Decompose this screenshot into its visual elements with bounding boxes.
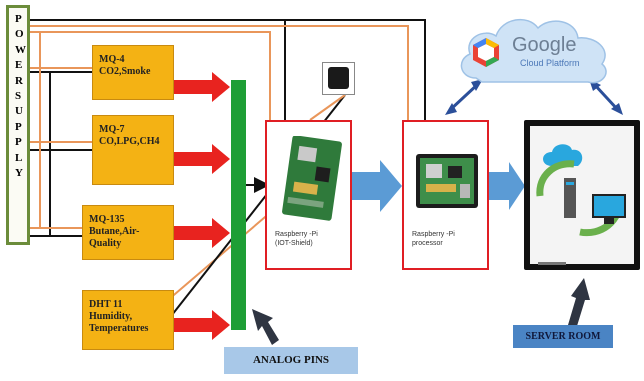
sensor-mq135-name: MQ-135 [89, 214, 125, 225]
arrow-shield-to-processor [352, 160, 402, 212]
server-tower-icon [564, 178, 576, 218]
rpi-processor-label-line2: processor [412, 240, 443, 247]
buzzer-icon [328, 67, 349, 89]
gcp-logo-icon [473, 38, 499, 67]
power-supply-label: POWER SUPPLY [15, 13, 26, 180]
server-monitor-screen [530, 126, 634, 264]
sensor-mq4: MQ-4 CO2,Smoke [92, 45, 174, 100]
rpi-shield-label: Raspberry -Pi (IOT-Shield) [275, 230, 347, 248]
sensor-arrows [174, 72, 230, 340]
analog-pins-pointer [252, 309, 279, 345]
analog-pins-label: ANALOG PINS [224, 347, 358, 374]
rpi-processor-label: Raspberry -Pi processor [412, 230, 484, 248]
sensor-mq7-gases: CO,LPG,CH4 [99, 136, 160, 147]
power-wires-black [30, 19, 426, 237]
rpi-processor-box: Raspberry -Pi processor [402, 120, 489, 270]
server-sync-illustration [536, 144, 626, 237]
power-wires-orange [30, 25, 409, 229]
sensor-mq4-gases: CO2,Smoke [99, 66, 151, 77]
power-supply-box: POWER SUPPLY [6, 5, 30, 245]
rpi-shield-label-line1: Raspberry -Pi [275, 231, 318, 238]
arrow-processor-to-server [489, 162, 525, 210]
rpi-processor-label-line1: Raspberry -Pi [412, 231, 455, 238]
cloud-links [445, 79, 623, 115]
arrow-mq135 [174, 218, 230, 248]
sensor-mq135-gases: Butane,Air- [89, 226, 140, 237]
rpi-shield-board-icon [282, 136, 342, 221]
arrow-dht11 [174, 310, 230, 340]
rpi-shield-label-line2: (IOT-Shield) [275, 240, 313, 247]
server-monitor [524, 120, 640, 270]
sensor-dht11-name: DHT 11 [89, 299, 123, 310]
analog-pins-bar [231, 80, 246, 330]
arrow-mq4 [174, 72, 230, 102]
cloud-brand: Google [512, 34, 577, 56]
sensor-dht11-measures: Humidity, [89, 311, 133, 322]
rpi-processor-board-icon [416, 154, 478, 208]
sensor-mq135-gases-cont: Quality [89, 238, 122, 249]
server-room-pointer [568, 278, 590, 326]
data-flow-arrows [352, 160, 525, 212]
sensor-dht11-measures-cont: Temperatures [89, 323, 149, 334]
cloud-subtitle: Cloud Platform [520, 58, 580, 68]
sync-arrow-icon [536, 160, 575, 197]
sensor-mq4-name: MQ-4 [99, 54, 125, 65]
monitor-brand-bar [538, 262, 566, 265]
arrow-mq7 [174, 144, 230, 174]
sensor-mq7-name: MQ-7 [99, 124, 125, 135]
server-room-label: SERVER ROOM [513, 325, 613, 348]
rpi-iot-shield-box: Raspberry -Pi (IOT-Shield) [265, 120, 352, 270]
sensor-mq7: MQ-7 CO,LPG,CH4 [92, 115, 174, 185]
google-cloud-platform [460, 18, 607, 84]
sensor-mq135: MQ-135 Butane,Air- Quality [82, 205, 174, 260]
sensor-dht11: DHT 11 Humidity, Temperatures [82, 290, 174, 350]
buzzer-module [322, 62, 355, 95]
